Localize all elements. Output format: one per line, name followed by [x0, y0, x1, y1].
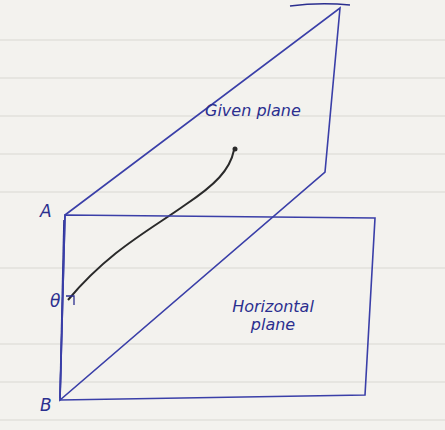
plane-name: Horizontal plane	[213, 298, 333, 335]
plane-edge	[60, 8, 340, 400]
top-scribble	[290, 4, 350, 6]
normal-curve	[68, 150, 234, 300]
plane-edge	[60, 215, 375, 400]
right-angle-mark	[66, 296, 74, 305]
plane-outline	[55, 4, 347, 406]
point-label: θ	[50, 293, 60, 310]
curve-end-dot	[233, 147, 238, 152]
point-label: A	[40, 203, 52, 220]
plane-name: Given plane	[205, 102, 301, 120]
given-plane: Given plane	[55, 4, 347, 406]
point-label: B	[40, 397, 52, 414]
plane-outline	[55, 210, 380, 405]
horizontal-plane: Horizontal plane	[55, 210, 380, 405]
